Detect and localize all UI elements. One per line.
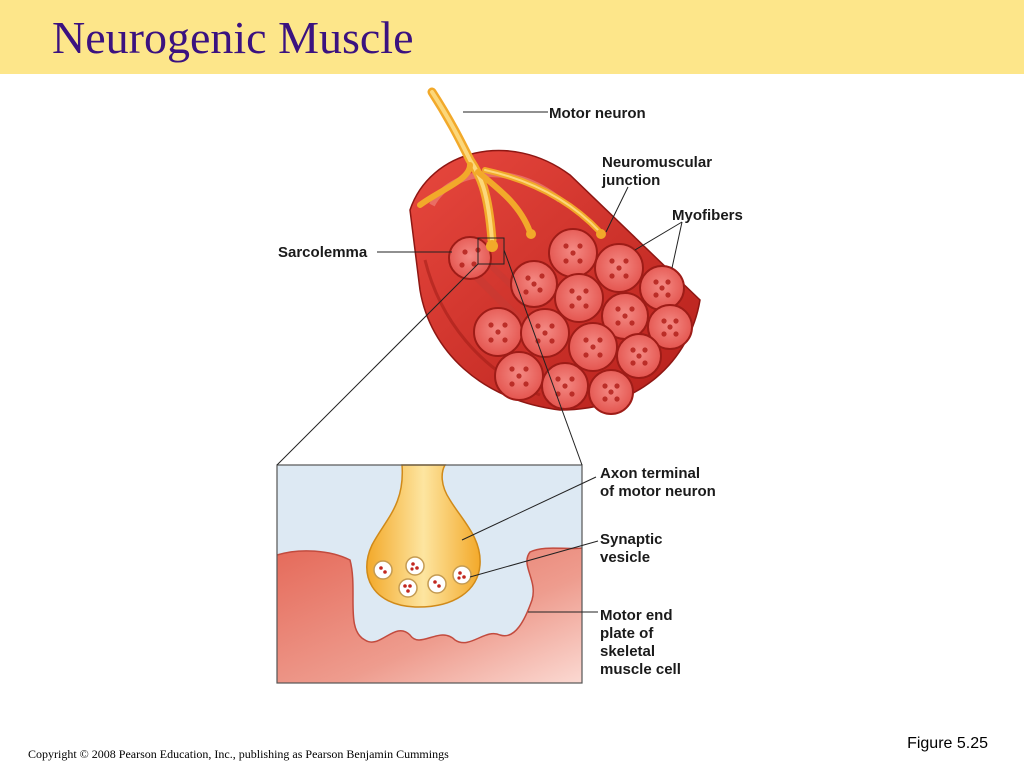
label-endplate-line2: plate of	[600, 625, 654, 642]
zoom-connectors	[276, 249, 583, 466]
figure-number: Figure 5.25	[907, 735, 988, 752]
label-vesicle-line1: Synaptic	[600, 531, 663, 548]
label-myofibers: Myofibers	[672, 207, 743, 224]
label-nmj-line1: Neuromuscular	[602, 154, 712, 171]
copyright-notice: Copyright © 2008 Pearson Education, Inc.…	[28, 747, 449, 761]
title-bar: Neurogenic Muscle	[0, 0, 1024, 74]
synaptic-vesicles	[373, 556, 472, 598]
myofiber-cross-sections	[448, 228, 693, 415]
label-vesicle-line2: vesicle	[600, 549, 650, 566]
synapse-inset	[276, 464, 583, 684]
slide-title: Neurogenic Muscle	[52, 12, 414, 63]
leader-lines	[377, 111, 683, 613]
label-endplate-line3: skeletal	[600, 643, 655, 660]
label-axon-line2: of motor neuron	[600, 483, 716, 500]
label-nmj-line2: junction	[601, 172, 660, 189]
motor-neuron	[417, 87, 606, 252]
label-motor-neuron: Motor neuron	[549, 105, 646, 122]
label-axon-line1: Axon terminal	[600, 465, 700, 482]
label-endplate-line4: muscle cell	[600, 661, 681, 678]
label-sarcolemma: Sarcolemma	[278, 244, 368, 261]
label-endplate-line1: Motor end	[600, 607, 673, 624]
